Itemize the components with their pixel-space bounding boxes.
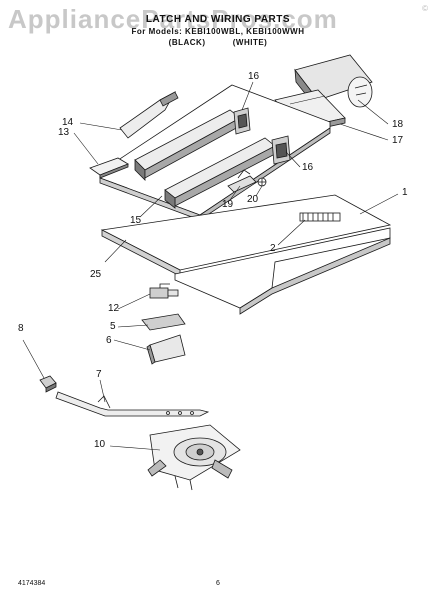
- callout-1: 1: [402, 187, 408, 198]
- leader-lines: [22, 81, 399, 451]
- part-10-latch-motor: [147, 424, 241, 491]
- callout-14: 14: [62, 117, 74, 128]
- finish-labels: (BLACK) (WHITE): [168, 38, 268, 47]
- callout-10: 10: [94, 439, 106, 450]
- callout-16-lower: 16: [302, 162, 314, 173]
- part-1-panel: [174, 227, 391, 315]
- page-title: LATCH AND WIRING PARTS: [145, 14, 291, 25]
- copyright-mark: ©: [422, 4, 428, 13]
- callout-16-upper: 16: [248, 71, 260, 82]
- part-15-rail: [134, 109, 276, 209]
- callout-7: 7: [96, 369, 102, 380]
- document-part-number: 4174384: [18, 580, 46, 587]
- part-6-insulation: [146, 334, 186, 365]
- part-12-switch: [149, 283, 179, 299]
- callout-18: 18: [392, 119, 404, 130]
- part-2-terminal-strip: [299, 212, 341, 222]
- page-watermark: AppliancePartsPros.com: [8, 4, 338, 34]
- callout-19: 19: [222, 199, 234, 210]
- callout-20: 20: [247, 194, 259, 205]
- part-20-clip: [257, 177, 267, 187]
- callout-5: 5: [110, 321, 116, 332]
- part-16-block-lower: [271, 135, 291, 165]
- part-16-block-upper: [233, 107, 251, 135]
- callout-2: 2: [270, 243, 276, 254]
- part-13-plate: [89, 157, 129, 179]
- model-numbers: For Models: KEBI100WBL, KEBI100WWH: [131, 27, 305, 36]
- callout-15: 15: [130, 215, 142, 226]
- part-14-bracket: [119, 91, 179, 139]
- page-number: 6: [216, 580, 220, 587]
- callout-17: 17: [392, 135, 404, 146]
- part-8-block: [39, 375, 57, 393]
- callout-6: 6: [106, 335, 112, 346]
- part-5-plate: [141, 313, 186, 331]
- part-7-latch-arm: [55, 391, 210, 417]
- callout-12: 12: [108, 303, 120, 314]
- part-19-switch: [227, 169, 257, 193]
- callout-13: 13: [58, 127, 70, 138]
- callout-8: 8: [18, 323, 24, 334]
- callout-25: 25: [90, 269, 102, 280]
